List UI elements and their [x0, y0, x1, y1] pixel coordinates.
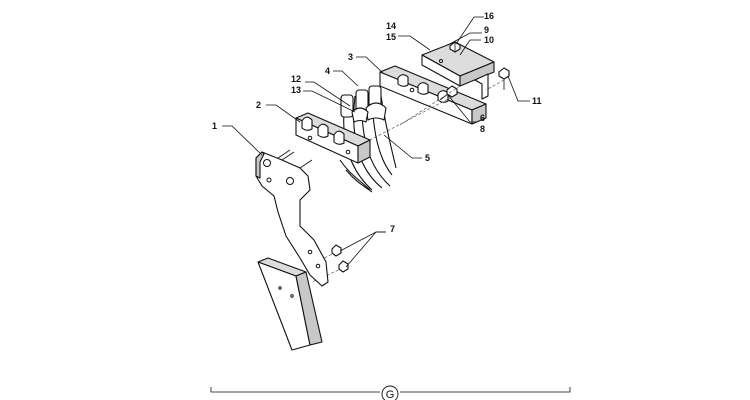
- callout-16: 16: [484, 11, 494, 21]
- callout-4: 4: [325, 66, 330, 76]
- callouts: 1 2 3 4 12 13 5 6 8 7 14 15 16 9 10 11: [212, 11, 542, 234]
- callout-7: 7: [390, 224, 395, 234]
- callout-2: 2: [256, 100, 261, 110]
- callout-3: 3: [348, 52, 353, 62]
- callout-11: 11: [532, 96, 542, 106]
- part-7-bolts: [331, 244, 349, 273]
- part-1-mounting-bracket: [255, 149, 329, 287]
- callout-9: 9: [484, 25, 489, 35]
- part-9-10-upper-bracket: [421, 41, 495, 100]
- part-11-bolt: [498, 67, 510, 90]
- assembly-lines: [304, 79, 505, 283]
- part-16-screw: [449, 41, 461, 53]
- part-2-front-clamp: [295, 112, 371, 164]
- section-label-circle: [381, 385, 399, 400]
- callout-6: 6: [480, 113, 485, 123]
- callout-12: 12: [291, 74, 301, 84]
- callout-5: 5: [425, 153, 430, 163]
- leader-lines: [222, 16, 530, 268]
- callout-13: 13: [291, 85, 301, 95]
- part-6-8-bolt: [439, 85, 458, 101]
- callout-10: 10: [484, 35, 494, 45]
- section-label: G: [386, 389, 395, 400]
- callout-1: 1: [212, 121, 217, 131]
- section-bracket: G: [210, 385, 571, 400]
- callout-8: 8: [480, 124, 485, 134]
- callout-14: 14: [386, 21, 396, 31]
- lower-plate: [257, 257, 323, 351]
- callout-15: 15: [386, 32, 396, 42]
- part-3-rear-clamp: [379, 65, 487, 125]
